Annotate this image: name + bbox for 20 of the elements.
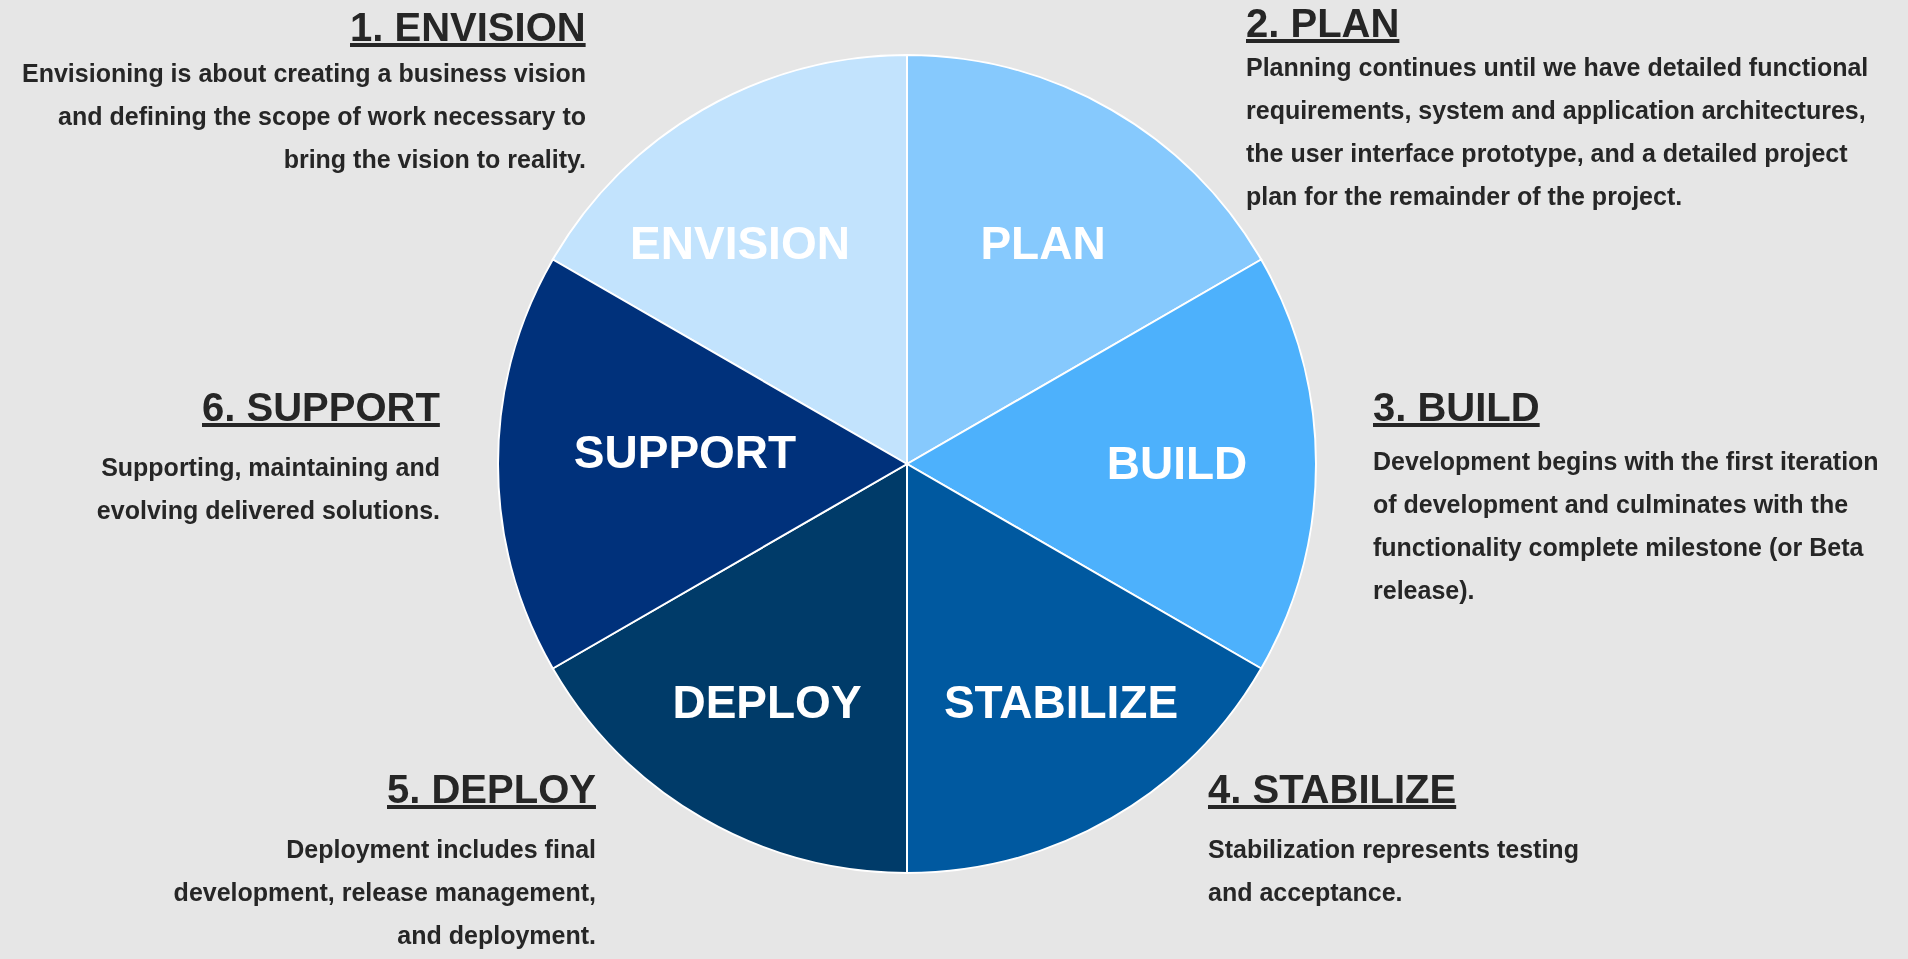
pie-segment [497, 258, 908, 670]
description-text: Planning continues until we have detailed functional requirements, system and application architectures, the user interface prototype, and a detailed project plan for the remainder of the project. [1246, 52, 1870, 212]
phase-heading: 6. SUPPORT [202, 384, 440, 430]
description-text: Development begins with the first iteration of development and culminates with the functionality complete milestone (or Beta release). [1373, 446, 1880, 606]
segment-label: STABILIZE [943, 676, 1179, 729]
description-text: Deployment includes final development, release management, and deployment. [172, 834, 596, 951]
phase-heading: 2. PLAN [1246, 0, 1400, 46]
segment-label: PLAN [980, 217, 1106, 270]
pie-segment [906, 258, 1317, 670]
phase-heading: 3. BUILD [1373, 384, 1540, 430]
description-text: Supporting, maintaining and evolving delivered solutions. [95, 452, 440, 526]
segment-label: ENVISION [630, 217, 850, 270]
phase-heading: 4. STABILIZE [1208, 766, 1457, 812]
description-text: Envisioning is about creating a business vision and defining the scope of work necessary to bring the vision to reality. [21, 58, 586, 175]
description-text: Stabilization represents testing and acceptance. [1208, 834, 1580, 908]
segment-label: BUILD [1106, 437, 1248, 490]
segment-label: DEPLOY [672, 676, 862, 729]
phase-heading: 5. DEPLOY [387, 766, 596, 812]
phase-heading: 1. ENVISION [350, 4, 586, 50]
segment-label: SUPPORT [573, 426, 797, 479]
